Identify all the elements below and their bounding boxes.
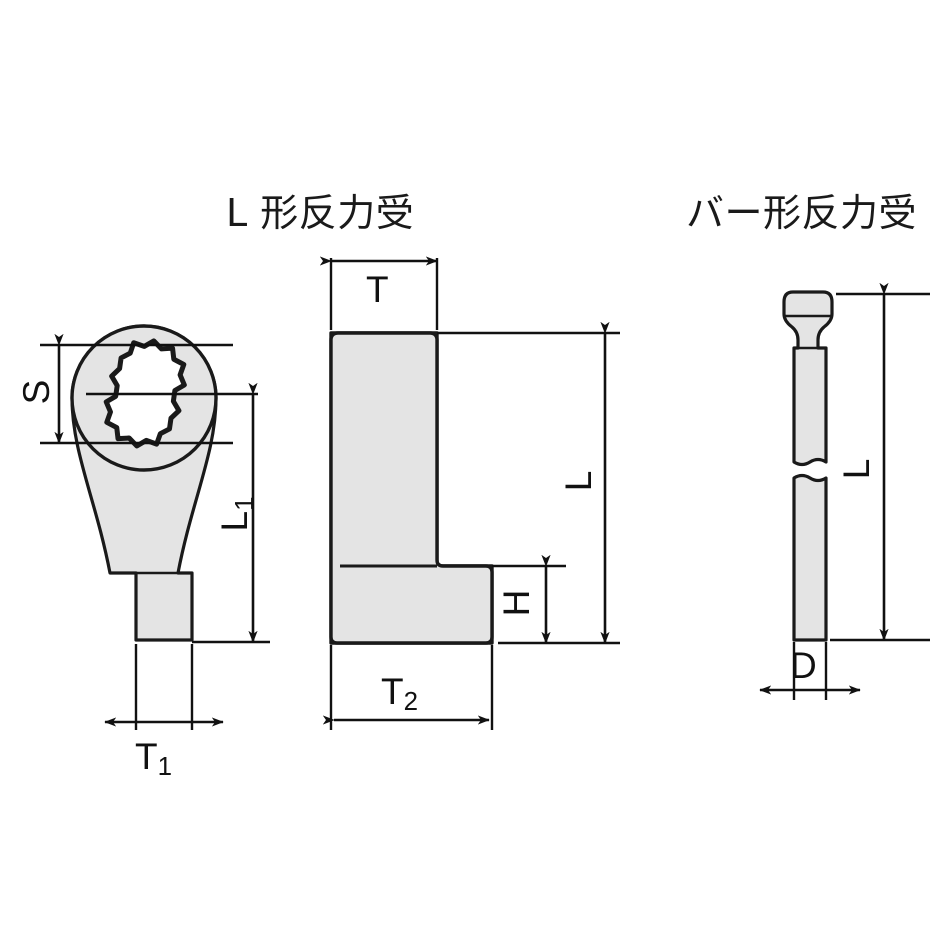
dimension-label-s: S	[16, 379, 57, 405]
dimension-label-t2: T2	[381, 671, 419, 716]
dimension-label-l1-sub: 1	[230, 496, 259, 511]
bar-upper-section-outline	[782, 290, 834, 467]
dimension-label-t2-main: T	[381, 671, 404, 712]
dimension-label-l-bar: L	[836, 458, 877, 480]
dimension-label-t: T	[366, 269, 389, 310]
dimension-label-l: L	[558, 470, 599, 492]
bar-type-figure	[759, 282, 930, 700]
l-profile-rounded-overlay	[329, 331, 494, 645]
dimension-label-h: H	[496, 589, 537, 617]
dimension-label-d: D	[790, 645, 817, 686]
dimension-label-l1: L1	[214, 484, 259, 544]
dimension-label-t1-main: T	[135, 736, 158, 777]
l-type-front-view-figure	[40, 324, 270, 730]
figure-title-bar-type: バー形反力受	[686, 191, 918, 235]
dimension-label-t2-sub: 2	[403, 687, 419, 716]
dimension-label-t1-sub: 1	[157, 752, 173, 781]
dimension-label-l1-main: L	[214, 510, 255, 532]
l-type-side-view-figure	[319, 256, 620, 730]
dimension-label-t1: T1	[135, 736, 173, 781]
bar-lower-section-outline	[792, 473, 828, 642]
figure-title-l-type: L 形反力受	[226, 191, 415, 235]
